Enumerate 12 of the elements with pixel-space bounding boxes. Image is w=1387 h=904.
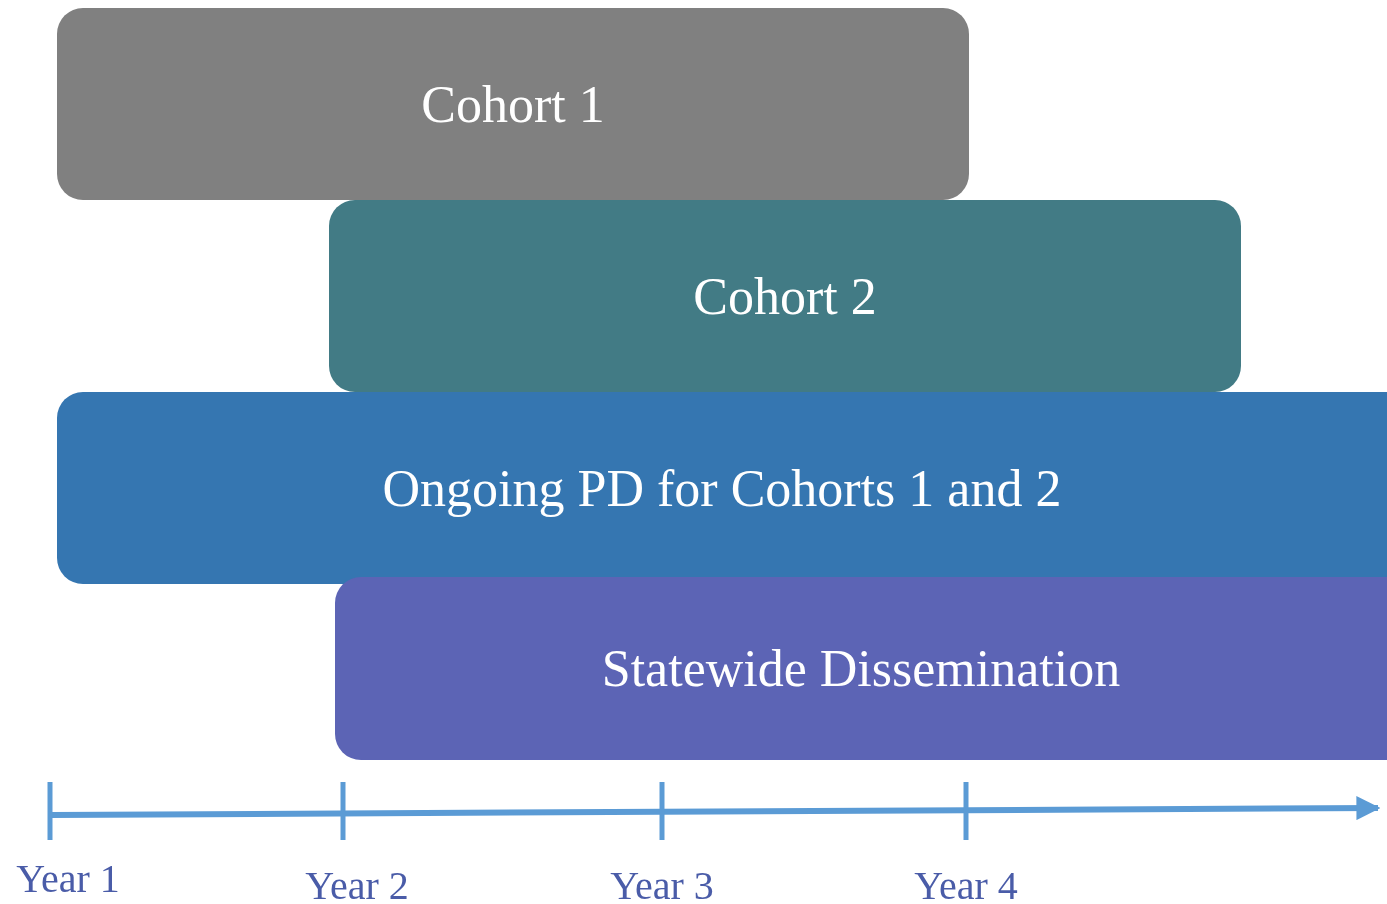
axis-label: Year 3 [610, 862, 714, 904]
axis-label: Year 4 [914, 862, 1018, 904]
bar-label: Cohort 1 [421, 74, 605, 134]
bar-label: Statewide Dissemination [601, 639, 1121, 698]
bar-label: Ongoing PD for Cohorts 1 and 2 [382, 458, 1062, 518]
timeline-bar [57, 8, 969, 200]
axis-label: Year 1 [16, 855, 120, 902]
timeline-bar [335, 577, 1387, 760]
bar-label: Cohort 2 [693, 266, 877, 326]
timeline-bar [57, 392, 1387, 584]
axis-label: Year 2 [305, 862, 409, 904]
timeline-bar [329, 200, 1241, 392]
